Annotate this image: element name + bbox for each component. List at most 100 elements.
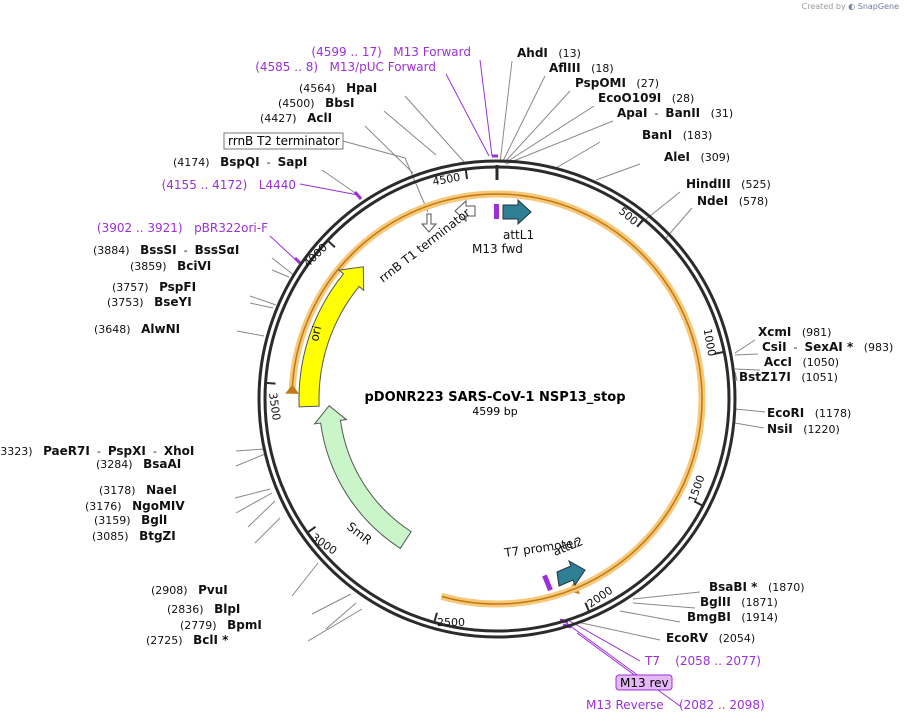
- site-bsaai-part: (3284): [96, 458, 143, 471]
- m13-fwd-feature[interactable]: [494, 204, 499, 219]
- bbsi-leader: [383, 110, 437, 156]
- site-xcmi-part: XcmI: [758, 325, 791, 339]
- ecori-leader: [734, 408, 766, 413]
- site-nsii-part: (1220): [793, 423, 840, 436]
- rrnb-t1-feature[interactable]: [454, 199, 476, 223]
- tick-mark: [464, 168, 469, 180]
- site-ecoo109i[interactable]: EcoO109I (28): [598, 91, 694, 105]
- site-bcli-part: (2725): [146, 634, 193, 647]
- ngomiv-leader: [235, 492, 273, 514]
- apai-leader: [505, 120, 614, 165]
- site-bcli[interactable]: (2725) BclI *: [146, 633, 229, 647]
- site-bcivi-part: BciVI: [177, 259, 211, 273]
- site-bmgbi-part: BmgBI: [687, 610, 731, 624]
- site-bani-part: (183): [672, 129, 712, 142]
- aflIII-leader: [501, 75, 546, 164]
- site-bsssi-part: -: [177, 244, 195, 257]
- site-csii-part: (983): [853, 341, 893, 354]
- primer-m13rev-range: (2082 .. 2098): [679, 698, 765, 712]
- bpmi-leader: [325, 602, 357, 630]
- site-bbsi-part: (4500): [278, 97, 325, 110]
- site-bglII[interactable]: BglII (1871): [700, 595, 778, 609]
- site-pvui[interactable]: (2908) PvuI: [151, 583, 228, 597]
- tick-mark: [433, 612, 438, 623]
- rrnb-t2-box: [223, 132, 344, 150]
- site-alei[interactable]: AleI (309): [664, 150, 730, 164]
- bsabi-leader: [632, 591, 701, 600]
- site-bsaai[interactable]: (3284) BsaAI: [96, 457, 181, 471]
- site-aflIII[interactable]: AflIII (18): [549, 61, 614, 75]
- m13fwd-leader: [479, 59, 493, 157]
- rrnb-t2-feature[interactable]: [420, 213, 438, 233]
- site-ngomiv-part: (3176): [85, 500, 132, 513]
- site-ecori-part: (1178): [804, 407, 851, 420]
- tick-label: 4500: [431, 171, 461, 189]
- site-bpmi[interactable]: (2779) BpmI: [180, 618, 262, 632]
- site-btgzi[interactable]: (3085) BtgZI: [92, 529, 176, 543]
- site-naei[interactable]: (3178) NaeI: [99, 483, 177, 497]
- acli-leader: [364, 125, 414, 174]
- site-csii[interactable]: CsiI - SexAI * (983): [762, 340, 893, 354]
- site-hindIII[interactable]: HindIII (525): [686, 177, 771, 191]
- site-ngomiv[interactable]: (3176) NgoMIV: [85, 499, 185, 513]
- site-ecori[interactable]: EcoRI (1178): [767, 406, 851, 420]
- rrnb-t1-label: rrnB T1 terminator: [376, 206, 473, 286]
- site-bcivi-part: (3859): [130, 260, 177, 273]
- primer-pbr322[interactable]: (3902 .. 3921) pBR322ori-F: [97, 221, 268, 235]
- site-alwni[interactable]: (3648) AlwNI: [94, 322, 180, 336]
- site-pspfi-part: (3757): [112, 281, 159, 294]
- site-apai[interactable]: ApaI - BanII (31): [617, 106, 733, 120]
- site-ndei[interactable]: NdeI (578): [697, 194, 768, 208]
- site-bgli-part: BglI: [141, 513, 167, 527]
- attl2-feature[interactable]: [556, 559, 586, 587]
- site-ahdi[interactable]: AhdI (13): [517, 46, 581, 60]
- site-bgli[interactable]: (3159) BglI: [94, 513, 167, 527]
- hpai-leader: [404, 95, 466, 164]
- site-acci-part: AccI: [764, 355, 792, 369]
- naei-leader: [234, 488, 271, 499]
- site-ecoo109i-part: EcoO109I: [598, 91, 661, 105]
- site-bseyi[interactable]: (3753) BseYI: [107, 295, 192, 309]
- alwni-leader: [236, 330, 265, 337]
- xcmi-leader: [734, 339, 756, 354]
- tick-mark: [306, 526, 317, 534]
- site-bbsi-part: BbsI: [325, 96, 354, 110]
- site-bpmi-part: BpmI: [227, 618, 262, 632]
- site-blpi[interactable]: (2836) BlpI: [167, 602, 240, 616]
- primer-l4440-range: (4155 .. 4172): [162, 178, 259, 192]
- site-acli[interactable]: (4427) AclI: [260, 111, 332, 125]
- ori-feature[interactable]: [298, 266, 365, 408]
- site-bbsi[interactable]: (4500) BbsI: [278, 96, 354, 110]
- primer-m13fwd[interactable]: (4599 .. 17) M13 Forward: [311, 45, 471, 59]
- primer-t7[interactable]: T7 (2058 .. 2077): [644, 654, 761, 668]
- site-nsii[interactable]: NsiI (1220): [767, 422, 840, 436]
- site-bcli-part: BclI *: [193, 633, 229, 647]
- site-pspfi[interactable]: (3757) PspFI: [112, 280, 196, 294]
- site-bglII-part: BglII: [700, 595, 731, 609]
- site-paer7i[interactable]: (3323) PaeR7I - PspXI - XhoI: [0, 444, 194, 458]
- site-ecorv[interactable]: EcoRV (2054): [666, 631, 755, 645]
- primer-m13rev[interactable]: M13 Reverse (2082 .. 2098): [586, 698, 765, 712]
- site-bsabi[interactable]: BsaBI * (1870): [709, 580, 805, 594]
- attl1-feature[interactable]: [502, 198, 532, 226]
- site-hpai[interactable]: (4564) HpaI: [299, 81, 377, 95]
- smr-feature[interactable]: [313, 405, 412, 550]
- site-bmgbi[interactable]: BmgBI (1914): [687, 610, 778, 624]
- site-hindIII-part: HindIII: [686, 177, 731, 191]
- site-bani[interactable]: BanI (183): [642, 128, 712, 142]
- primer-pbr322-range: (3902 .. 3921): [97, 221, 194, 235]
- site-ecorv-part: (2054): [708, 632, 755, 645]
- site-xcmi[interactable]: XcmI (981): [758, 325, 831, 339]
- site-bstz17i[interactable]: BstZ17I (1051): [739, 370, 838, 384]
- primer-l4440[interactable]: (4155 .. 4172) L4440: [162, 178, 296, 192]
- site-bcivi[interactable]: (3859) BciVI: [130, 259, 211, 273]
- site-bsssi[interactable]: (3884) BssSI - BssSαI: [93, 243, 239, 257]
- tick-mark: [265, 381, 276, 385]
- primer-m13puc[interactable]: (4585 .. 8) M13/pUC Forward: [255, 60, 436, 74]
- bstz17i-leader: [734, 371, 738, 382]
- site-acci[interactable]: AccI (1050): [764, 355, 839, 369]
- site-bspqi[interactable]: (4174) BspQI - SapI: [173, 155, 307, 169]
- site-ecorv-part: EcoRV: [666, 631, 709, 645]
- site-pspomi[interactable]: PspOMI (27): [575, 76, 659, 90]
- t7-promoter-feature[interactable]: [542, 574, 553, 592]
